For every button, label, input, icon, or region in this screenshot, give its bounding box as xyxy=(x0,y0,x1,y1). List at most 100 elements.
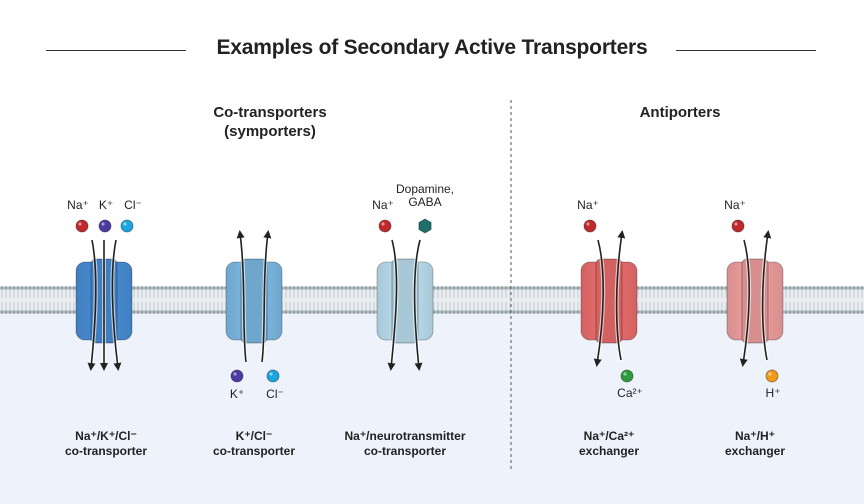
lipid-head xyxy=(296,310,300,314)
section-heading-antiporters: Antiporters xyxy=(639,104,721,121)
caption-line: co-transporter xyxy=(363,444,446,458)
lipid-head xyxy=(552,286,556,290)
ion-na xyxy=(378,219,392,233)
lipid-head xyxy=(528,286,532,290)
lipid-head xyxy=(712,310,716,314)
lipid-head xyxy=(852,286,856,290)
lipid-head xyxy=(352,310,356,314)
lipid-head xyxy=(340,310,344,314)
lipid-head xyxy=(788,310,792,314)
lipid-head xyxy=(208,286,212,290)
lipid-head xyxy=(532,286,536,290)
caption-line: Na⁺/neurotransmitter xyxy=(344,429,466,443)
flux-arrow-ca xyxy=(615,230,626,361)
transporter-pore-shade xyxy=(241,259,267,343)
lipid-head xyxy=(644,310,648,314)
lipid-head xyxy=(504,310,508,314)
lipid-head xyxy=(712,286,716,290)
lipid-head xyxy=(36,286,40,290)
lipid-head xyxy=(468,310,472,314)
lipid-head xyxy=(372,286,376,290)
page-title: Examples of Secondary Active Transporter… xyxy=(0,36,864,60)
lipid-head xyxy=(44,310,48,314)
lipid-head xyxy=(432,286,436,290)
lipid-head xyxy=(284,310,288,314)
lipid-head xyxy=(40,286,44,290)
lipid-head xyxy=(152,286,156,290)
lipid-head xyxy=(636,310,640,314)
lipid-head xyxy=(536,286,540,290)
lipid-head xyxy=(436,310,440,314)
lipid-head xyxy=(840,310,844,314)
lipid-head xyxy=(844,286,848,290)
lipid-head xyxy=(664,286,668,290)
lipid-head xyxy=(820,310,824,314)
lipid-head xyxy=(172,286,176,290)
ion-cl xyxy=(266,369,280,383)
lipid-head xyxy=(40,310,44,314)
lipid-head xyxy=(24,310,28,314)
ion-label-dopamine-gaba: Dopamine, GABA xyxy=(395,182,455,209)
lipid-head xyxy=(556,286,560,290)
lipid-head xyxy=(196,286,200,290)
ion-label-na: Na⁺ xyxy=(67,198,89,212)
title-rule-right xyxy=(676,50,816,51)
ion-na xyxy=(583,219,597,233)
lipid-head xyxy=(484,286,488,290)
ion-na-highlight xyxy=(586,222,590,226)
lipid-head xyxy=(324,286,328,290)
lipid-head xyxy=(680,310,684,314)
lipid-head xyxy=(56,310,60,314)
transporter-na-ca xyxy=(580,258,638,344)
flux-arrow-h xyxy=(761,230,772,361)
lipid-head xyxy=(348,310,352,314)
lipid-head xyxy=(344,286,348,290)
lipid-head xyxy=(576,286,580,290)
lipid-head xyxy=(820,286,824,290)
lipid-head xyxy=(352,286,356,290)
lipid-head xyxy=(0,310,4,314)
lipid-head xyxy=(680,286,684,290)
lipid-head xyxy=(496,286,500,290)
flux-arrow-na xyxy=(87,239,97,371)
lipid-head xyxy=(524,286,528,290)
lipid-head xyxy=(12,286,16,290)
lipid-head xyxy=(796,286,800,290)
lipid-head xyxy=(32,286,36,290)
ion-k xyxy=(230,369,244,383)
lipid-head xyxy=(360,310,364,314)
lipid-head xyxy=(804,286,808,290)
lipid-head xyxy=(444,310,448,314)
lipid-head xyxy=(8,286,12,290)
lipid-head xyxy=(292,286,296,290)
lipid-head xyxy=(328,310,332,314)
lipid-head xyxy=(524,310,528,314)
lipid-head xyxy=(336,310,340,314)
lipid-head xyxy=(136,310,140,314)
lipid-head xyxy=(8,310,12,314)
lipid-head xyxy=(640,286,644,290)
lipid-head xyxy=(60,310,64,314)
lipid-head xyxy=(52,286,56,290)
flux-arrow-neurotransmitter xyxy=(413,239,423,371)
lipid-head xyxy=(184,310,188,314)
lipid-head xyxy=(488,286,492,290)
lipid-head xyxy=(68,286,72,290)
lipid-head xyxy=(168,310,172,314)
lipid-head xyxy=(544,286,548,290)
lipid-head xyxy=(356,310,360,314)
lipid-head xyxy=(288,310,292,314)
lipid-head xyxy=(716,286,720,290)
lipid-head xyxy=(720,286,724,290)
lipid-head xyxy=(300,286,304,290)
lipid-head xyxy=(192,310,196,314)
lipid-head xyxy=(668,286,672,290)
lipid-head xyxy=(216,286,220,290)
lipid-head xyxy=(316,286,320,290)
caption-na-ca-exchanger: Na⁺/Ca²⁺ exchanger xyxy=(524,429,694,459)
lipid-head xyxy=(364,286,368,290)
lipid-head xyxy=(672,310,676,314)
lipid-head xyxy=(664,310,668,314)
lipid-head xyxy=(72,286,76,290)
lipid-head xyxy=(816,286,820,290)
